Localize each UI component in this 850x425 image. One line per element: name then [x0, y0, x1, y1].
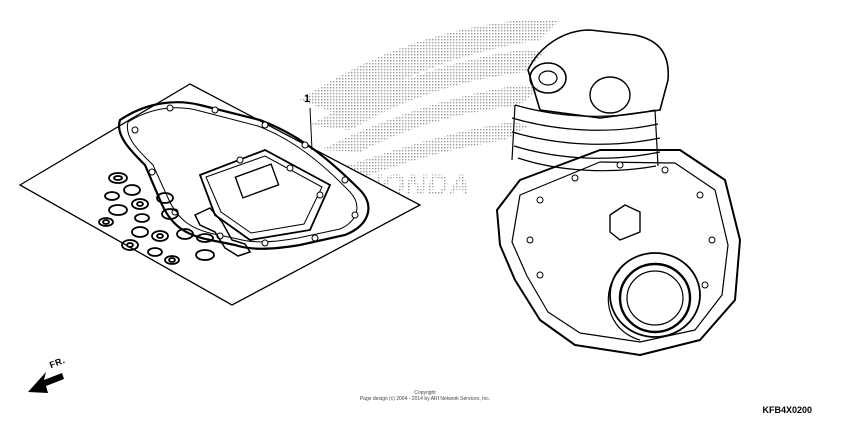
- front-arrow-icon: [28, 372, 64, 393]
- copyright-text: Page design (c) 2004 - 2014 by ARI Netwo…: [359, 396, 491, 402]
- copyright-title: Copyright: [414, 390, 436, 396]
- small-gasket: [193, 207, 252, 257]
- diagram-code: KFB4X0200: [762, 405, 812, 415]
- callout-label-1: 1: [304, 93, 311, 105]
- honda-wing-watermark: HONDA: [300, 20, 560, 202]
- o-ring-set: [98, 172, 215, 265]
- gasket-kit-sheet: [18, 83, 422, 306]
- engine-assembly: [496, 29, 741, 356]
- copyright-notice: Copyright Page design (c) 2004 - 2014 by…: [330, 390, 520, 402]
- callout-leader-1: [309, 107, 313, 151]
